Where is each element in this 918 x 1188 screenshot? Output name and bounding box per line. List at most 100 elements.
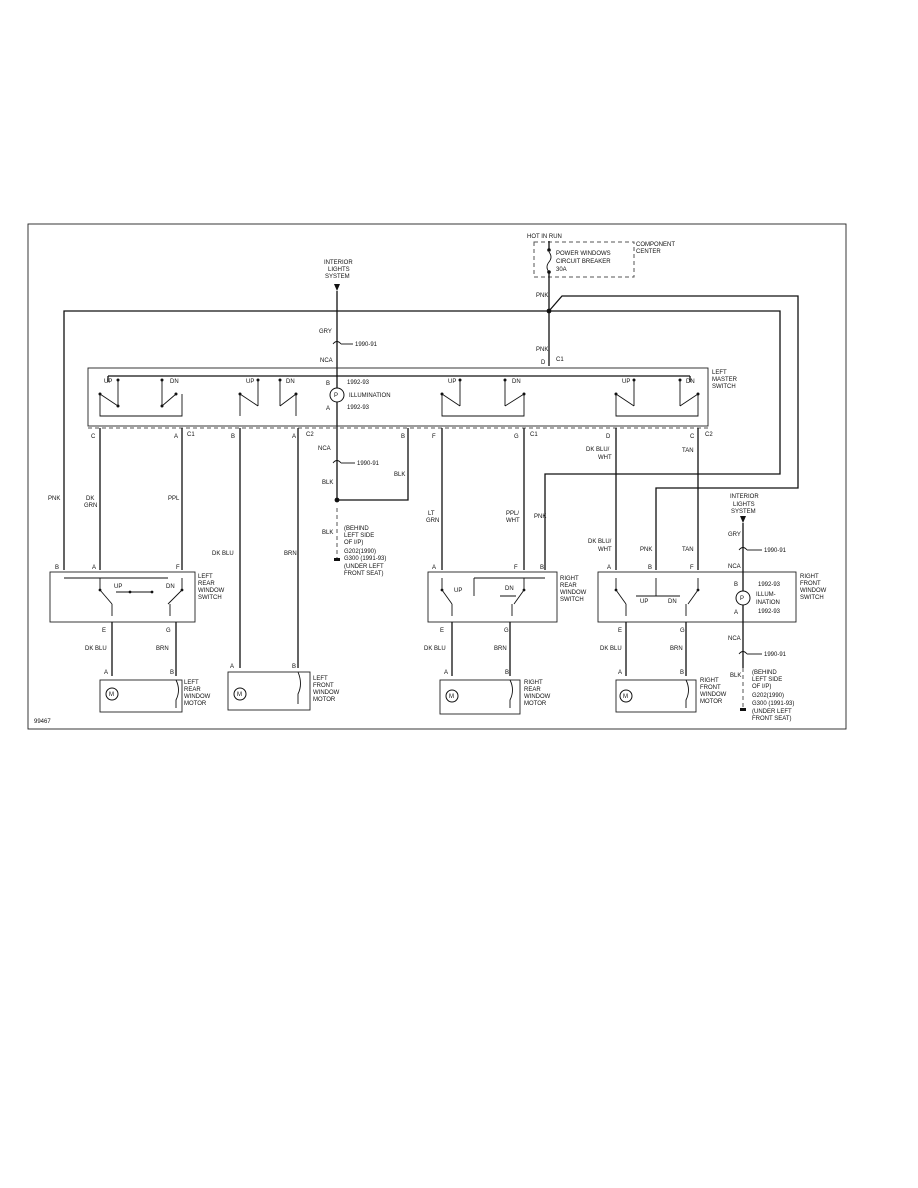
rf-dn: DN <box>668 599 677 605</box>
master-pin-a-lr: A <box>174 434 178 440</box>
rr-dk-blu: DK BLU <box>424 646 446 652</box>
pnk-wire-right-rear <box>544 310 781 570</box>
ppl-wht-label-2: WHT <box>506 518 520 524</box>
rf-brn: BRN <box>670 646 683 652</box>
rf-pin-b: B <box>648 565 652 571</box>
pnk-label-master: PNK <box>536 347 548 353</box>
rf-gnd-note-7: FRONT SEAT) <box>752 716 791 722</box>
master-up-rf: UP <box>622 379 630 385</box>
rf-interior-lights-1: INTERIOR <box>730 494 759 500</box>
diagram-border <box>27 223 847 730</box>
rf-motor-label-2: FRONT <box>700 685 721 691</box>
lr-dk-blu: DK BLU <box>85 646 107 652</box>
rf-lamp-p: P <box>740 596 744 602</box>
gry-label: GRY <box>319 329 332 335</box>
rr-brn: BRN <box>494 646 507 652</box>
component-center-box <box>533 241 635 278</box>
rf-switch-label-2: FRONT <box>800 581 821 587</box>
year-1992-93-lamp-bottom: 1992-93 <box>347 405 370 411</box>
c1-master-top: C1 <box>556 357 564 363</box>
dk-grn-label-1: DK <box>86 496 94 502</box>
lr-switch-label-1: LEFT <box>198 574 213 580</box>
year-1990-91-mid: 1990-91 <box>357 461 380 467</box>
master-up-lf: UP <box>246 379 254 385</box>
ground-icon <box>334 558 340 561</box>
master-c1-b: C1 <box>530 432 538 438</box>
rf-motor-breaker <box>685 679 689 708</box>
left-front-motor-box <box>227 671 311 711</box>
rf-pin-a: A <box>607 565 611 571</box>
circuit-breaker-icon <box>546 251 552 273</box>
rf-pin-e: E <box>618 628 622 634</box>
rf-motor-icon <box>619 689 633 703</box>
dk-blu-wht-label-3: DK BLU/ <box>588 539 612 545</box>
illumination-label: ILLUMINATION <box>349 393 391 399</box>
pnk-label-top: PNK <box>536 293 548 299</box>
lamp-pin-b: B <box>326 381 330 387</box>
lr-motor-breaker <box>175 679 179 708</box>
illumination-lamp-icon <box>329 387 345 403</box>
pnk-label-rf: PNK <box>640 547 652 553</box>
lr-motor-wires <box>111 622 177 676</box>
rr-switch-internals <box>473 577 545 597</box>
component-center-label-1: COMPONENT <box>636 242 675 248</box>
lr-pin-e: E <box>102 628 106 634</box>
contact <box>174 392 178 396</box>
lfm-pin-a: A <box>230 664 234 670</box>
gnd-note-7: FRONT SEAT) <box>344 571 383 577</box>
master-switch-rr-body <box>441 380 525 417</box>
rf-lamp-pin-a: A <box>734 610 738 616</box>
breaker-label-1: POWER WINDOWS <box>556 251 611 257</box>
connector-1990-icon <box>332 341 342 345</box>
rf-gry-label: GRY <box>728 532 741 538</box>
rf-switch-internals <box>636 578 680 597</box>
lfm-pin-b: B <box>292 664 296 670</box>
rfm-pin-a: A <box>618 670 622 676</box>
rf-pin-g: G <box>680 628 685 634</box>
master-pin-f: F <box>432 434 436 440</box>
lr-switch-label-4: SWITCH <box>198 595 222 601</box>
brn-label-lf: BRN <box>284 551 297 557</box>
lr-motor-label-4: MOTOR <box>184 701 207 707</box>
rf-motor-label-4: MOTOR <box>700 699 723 705</box>
contact <box>614 392 618 396</box>
lt-grn-label-1: LT <box>428 511 435 517</box>
lrm-pin-b: B <box>170 670 174 676</box>
rf-interior-lights-3: SYSTEM <box>731 509 756 515</box>
rf-nca-label: NCA <box>728 564 741 570</box>
gnd-note-5: G300 (1991-93) <box>344 556 386 562</box>
nca-label-1: NCA <box>320 358 333 364</box>
rf-illum-label-1: ILLUM- <box>756 592 776 598</box>
contact <box>440 392 444 396</box>
rr-motor-label-1: RIGHT <box>524 680 543 686</box>
right-front-switch-box <box>597 571 797 623</box>
pnk-wire-left-rear <box>63 310 549 570</box>
gnd-note-6: (UNDER LEFT <box>344 564 384 570</box>
nca-label-2: NCA <box>318 446 331 452</box>
year-1990-91-top: 1990-91 <box>355 342 378 348</box>
rf-year-1992-93-bottom: 1992-93 <box>758 609 781 615</box>
dk-blu-wht-label-1: DK BLU/ <box>586 447 610 453</box>
gnd-note-4: G202(1990) <box>344 549 376 555</box>
master-pin-g: G <box>514 434 519 440</box>
rf-motor-m: M <box>623 694 628 700</box>
contact <box>98 588 102 592</box>
component-center-label-2: CENTER <box>636 249 661 255</box>
contact <box>696 588 700 592</box>
breaker-terminal <box>547 248 551 252</box>
lr-switch-internals <box>64 577 168 593</box>
master-c2-a: C2 <box>306 432 314 438</box>
lf-motor-breaker <box>297 671 301 704</box>
lr-motor-label-1: LEFT <box>184 680 199 686</box>
lf-motor-label-4: MOTOR <box>313 697 336 703</box>
rrm-pin-a: A <box>444 670 448 676</box>
interior-lights-3: SYSTEM <box>325 274 350 280</box>
rr-up: UP <box>454 588 462 594</box>
interior-lights-1: INTERIOR <box>324 260 353 266</box>
master-bus-ends <box>107 376 691 382</box>
master-pin-b-gnd: B <box>401 434 405 440</box>
rf-illumination-lamp-icon <box>735 590 751 606</box>
rr-motor-icon <box>445 689 459 703</box>
year-1992-93-lamp-top: 1992-93 <box>347 380 370 386</box>
